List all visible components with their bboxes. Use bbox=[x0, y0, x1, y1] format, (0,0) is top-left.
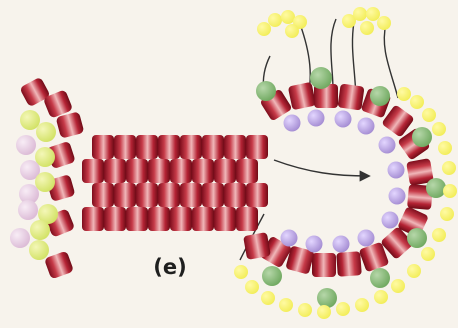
ring-green-bead bbox=[407, 228, 427, 248]
right-yellow-bead bbox=[432, 228, 446, 242]
bottom-yellow-bead bbox=[261, 291, 275, 305]
ring-green-bead bbox=[310, 67, 332, 89]
right-yellow-bead bbox=[410, 95, 424, 109]
top-right-yellow-bead bbox=[377, 16, 391, 30]
left-pink-bead bbox=[10, 228, 30, 248]
left-pink-bead bbox=[16, 135, 36, 155]
ring-green-bead bbox=[370, 86, 390, 106]
ring-purple-bead bbox=[388, 162, 405, 179]
left-cylinder-bead bbox=[56, 111, 85, 138]
ring-purple-bead bbox=[358, 118, 375, 135]
ring-cylinder-bead bbox=[337, 83, 364, 110]
right-yellow-bead bbox=[442, 161, 456, 175]
right-yellow-bead bbox=[440, 207, 454, 221]
ring-purple-bead bbox=[382, 212, 399, 229]
bottom-yellow-bead bbox=[317, 305, 331, 319]
ring-cylinder-bead bbox=[243, 232, 271, 260]
right-yellow-bead bbox=[443, 184, 457, 198]
right-yellow-bead bbox=[397, 87, 411, 101]
ring-green-bead bbox=[426, 178, 446, 198]
bottom-yellow-bead bbox=[298, 303, 312, 317]
strip-row-2 bbox=[82, 159, 258, 183]
strip-row-1 bbox=[92, 135, 268, 159]
ring-purple-bead bbox=[281, 230, 298, 247]
left-cylinder-bead bbox=[44, 251, 74, 280]
strip-row-3 bbox=[92, 183, 268, 207]
left-yellow-bead bbox=[35, 172, 55, 192]
right-yellow-bead bbox=[438, 141, 452, 155]
bottom-yellow-bead bbox=[374, 290, 388, 304]
ring-green-bead bbox=[256, 81, 276, 101]
right-yellow-bead bbox=[421, 247, 435, 261]
ring-purple-bead bbox=[358, 230, 375, 247]
thread-far-right-top bbox=[384, 24, 398, 98]
ring-cylinder-bead bbox=[288, 82, 316, 110]
ring-purple-bead bbox=[308, 110, 325, 127]
top-left-yellow-bead bbox=[281, 10, 295, 24]
bottom-yellow-bead bbox=[245, 280, 259, 294]
ring-purple-bead bbox=[389, 188, 406, 205]
right-yellow-bead bbox=[432, 122, 446, 136]
bottom-yellow-bead bbox=[336, 302, 350, 316]
ring-purple-bead bbox=[333, 236, 350, 253]
ring-purple-bead bbox=[379, 137, 396, 154]
top-left-yellow-bead bbox=[257, 22, 271, 36]
bottom-yellow-bead bbox=[279, 298, 293, 312]
ring-green-bead bbox=[262, 266, 282, 286]
bottom-yellow-bead bbox=[355, 298, 369, 312]
ring-purple-bead bbox=[284, 115, 301, 132]
right-yellow-bead bbox=[422, 108, 436, 122]
arrow-icon bbox=[274, 160, 368, 176]
ring-purple-bead bbox=[335, 111, 352, 128]
left-edge-beads bbox=[10, 77, 84, 280]
top-right-yellow-bead bbox=[353, 7, 367, 21]
ring-green-bead bbox=[317, 288, 337, 308]
ring-green-bead bbox=[412, 127, 432, 147]
top-right-yellow-bead bbox=[360, 21, 374, 35]
left-yellow-bead bbox=[36, 122, 56, 142]
ring-green-bead bbox=[370, 268, 390, 288]
left-pink-bead bbox=[18, 200, 38, 220]
figure-label: (e) bbox=[145, 255, 195, 279]
left-yellow-bead bbox=[29, 240, 49, 260]
top-left-yellow-bead bbox=[285, 24, 299, 38]
right-yellow-bead bbox=[391, 279, 405, 293]
brick-stitch-strip bbox=[82, 135, 268, 231]
top-right-yellow-bead bbox=[366, 7, 380, 21]
left-yellow-bead bbox=[30, 220, 50, 240]
ring-inner-purple-beads bbox=[281, 110, 406, 253]
left-yellow-bead bbox=[20, 110, 40, 130]
right-yellow-bead bbox=[407, 264, 421, 278]
bottom-yellow-bead bbox=[234, 265, 248, 279]
strip-row-4 bbox=[82, 207, 258, 231]
ring-cylinder-bead bbox=[312, 253, 336, 277]
ring-purple-bead bbox=[306, 236, 323, 253]
top-left-yellow-bead bbox=[268, 13, 282, 27]
ring-cylinder-bead bbox=[336, 251, 362, 277]
